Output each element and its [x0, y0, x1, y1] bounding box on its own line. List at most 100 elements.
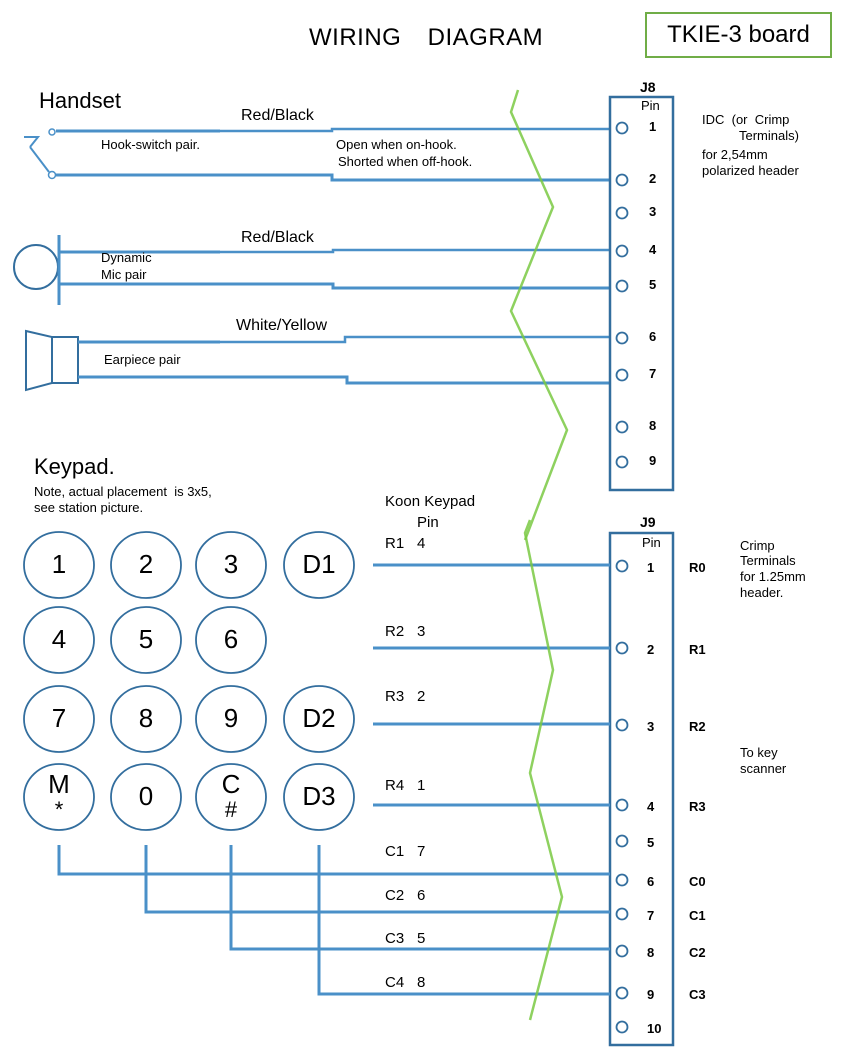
diagram-title: WIRING DIAGRAM: [309, 24, 544, 51]
j8-pin-number: 8: [649, 418, 657, 433]
microphone-icon: [13, 235, 61, 305]
scanner-note-line1: To key: [740, 745, 778, 760]
keypad-key-outline: [195, 606, 267, 674]
j8-note-line3: for 2,54mm: [702, 147, 768, 162]
j8-pin-hole: [615, 244, 629, 258]
koon-pin-number: 6: [417, 887, 426, 904]
wire-mic-2: [60, 282, 610, 290]
keypad-key-label: M: [48, 769, 70, 799]
koon-pin-number: 2: [417, 688, 426, 705]
j8-pin-hole: [615, 331, 629, 345]
j8-pin-header: Pin: [641, 98, 660, 113]
j9-pin-number: 10: [647, 1021, 662, 1036]
keypad-key-label: 3: [223, 549, 239, 579]
koon-pin-number: 1: [417, 777, 426, 794]
keypad-key-label: D3: [302, 781, 336, 811]
j8-title: J8: [640, 79, 656, 95]
wire-hook-1b: [220, 127, 610, 133]
j9-pin-number: 4: [647, 799, 655, 814]
j9-pin-number: 3: [647, 719, 655, 734]
j8-pin-hole: [615, 206, 629, 220]
earpiece-speaker-icon: [25, 329, 79, 392]
j8-pin-hole: [615, 368, 629, 382]
keypad-key-label: 6: [223, 624, 239, 654]
j9-pin-hole: [615, 641, 629, 655]
j9-note-line2: Terminals: [740, 553, 796, 568]
j8-pin-holes: [615, 121, 629, 469]
j9-pin-hole: [615, 718, 629, 732]
j8-pin-number: 6: [649, 329, 657, 344]
keypad-note-line2: see station picture.: [34, 500, 144, 515]
keypad-key-outline: [110, 531, 182, 599]
j9-signal-name: C1: [689, 908, 706, 923]
j9-pin-hole: [615, 834, 629, 848]
keypad-key-outline: [195, 531, 267, 599]
koon-pin-number: 5: [417, 930, 426, 947]
j9-pin-header: Pin: [642, 535, 661, 550]
koon-pin-number: 7: [417, 843, 426, 860]
column-wire: [229, 845, 610, 951]
j9-pin-hole: [615, 798, 629, 812]
column-wire: [57, 845, 610, 876]
board-label-box: TKIE-3 board: [645, 12, 832, 58]
keypad-key-label: 0: [138, 781, 154, 811]
cable-break-line-upper: [509, 89, 569, 541]
j9-pin-holes: [615, 559, 629, 1034]
hook-wire-color-label: Red/Black: [241, 107, 314, 124]
koon-pin-number: 3: [417, 623, 426, 640]
j8-pin-number: 3: [649, 204, 657, 219]
keypad-key-label: 5: [138, 624, 154, 654]
wire-hook-2: [56, 173, 610, 182]
j8-pin-hole: [615, 279, 629, 293]
j9-pin-hole: [615, 559, 629, 573]
j8-pin-number: 7: [649, 366, 657, 381]
koon-signal-name: R4: [385, 777, 405, 794]
wire-ear-1b: [220, 335, 610, 344]
j9-title: J9: [640, 514, 656, 530]
keypad-key-label: 1: [51, 549, 67, 579]
j9-pin-hole: [615, 1020, 629, 1034]
j8-pin-hole: [615, 121, 629, 135]
j9-signal-name: C3: [689, 987, 706, 1002]
j8-pin-number: 9: [649, 453, 657, 468]
j9-signal-name: R1: [689, 642, 706, 657]
keypad-key-label: C: [221, 769, 241, 799]
keypad-key-label: D2: [302, 703, 336, 733]
j8-pin-hole: [615, 420, 629, 434]
koon-header-line1: Koon Keypad: [385, 493, 476, 510]
keypad-key-label: 8: [138, 703, 154, 733]
j8-note-line1: IDC (or Crimp: [702, 112, 790, 127]
koon-pin-number: 4: [417, 535, 426, 552]
keypad-key-outline: [110, 685, 182, 753]
cable-break-line-lower: [523, 519, 564, 1021]
keypad-key-label: D1: [302, 549, 336, 579]
j9-signal-name: C0: [689, 874, 706, 889]
j9-note-line4: header.: [740, 585, 784, 600]
handset-heading: Handset: [39, 88, 121, 113]
ear-wire-color-label: White/Yellow: [236, 317, 328, 334]
column-wire: [144, 845, 610, 914]
koon-signal-name: R1: [385, 535, 405, 552]
wire-ear-2: [78, 375, 610, 385]
keypad-key-outline: [283, 685, 355, 753]
keypad-key-outline: [23, 531, 95, 599]
hook-note-open: Open when on-hook.: [336, 137, 457, 152]
earpiece-label: Earpiece pair: [104, 352, 181, 367]
wire-mic-1b: [220, 248, 610, 254]
keypad-key-label: 7: [51, 703, 67, 733]
keypad-key-outline: [195, 763, 267, 831]
keypad-key-outline: [283, 531, 355, 599]
j9-pin-hole: [615, 944, 629, 958]
keypad-key-label: 2: [138, 549, 154, 579]
keypad-key-outline: [23, 763, 95, 831]
j9-pin-number: 8: [647, 945, 655, 960]
j9-pin-number: 7: [647, 908, 655, 923]
koon-signal-name: C3: [385, 930, 405, 947]
koon-signal-name: C1: [385, 843, 405, 860]
j9-pin-hole: [615, 873, 629, 887]
j9-pin-hole: [615, 986, 629, 1000]
column-wire: [317, 845, 610, 996]
j9-connector-body: [608, 531, 675, 1047]
j9-signal-name: R0: [689, 560, 706, 575]
